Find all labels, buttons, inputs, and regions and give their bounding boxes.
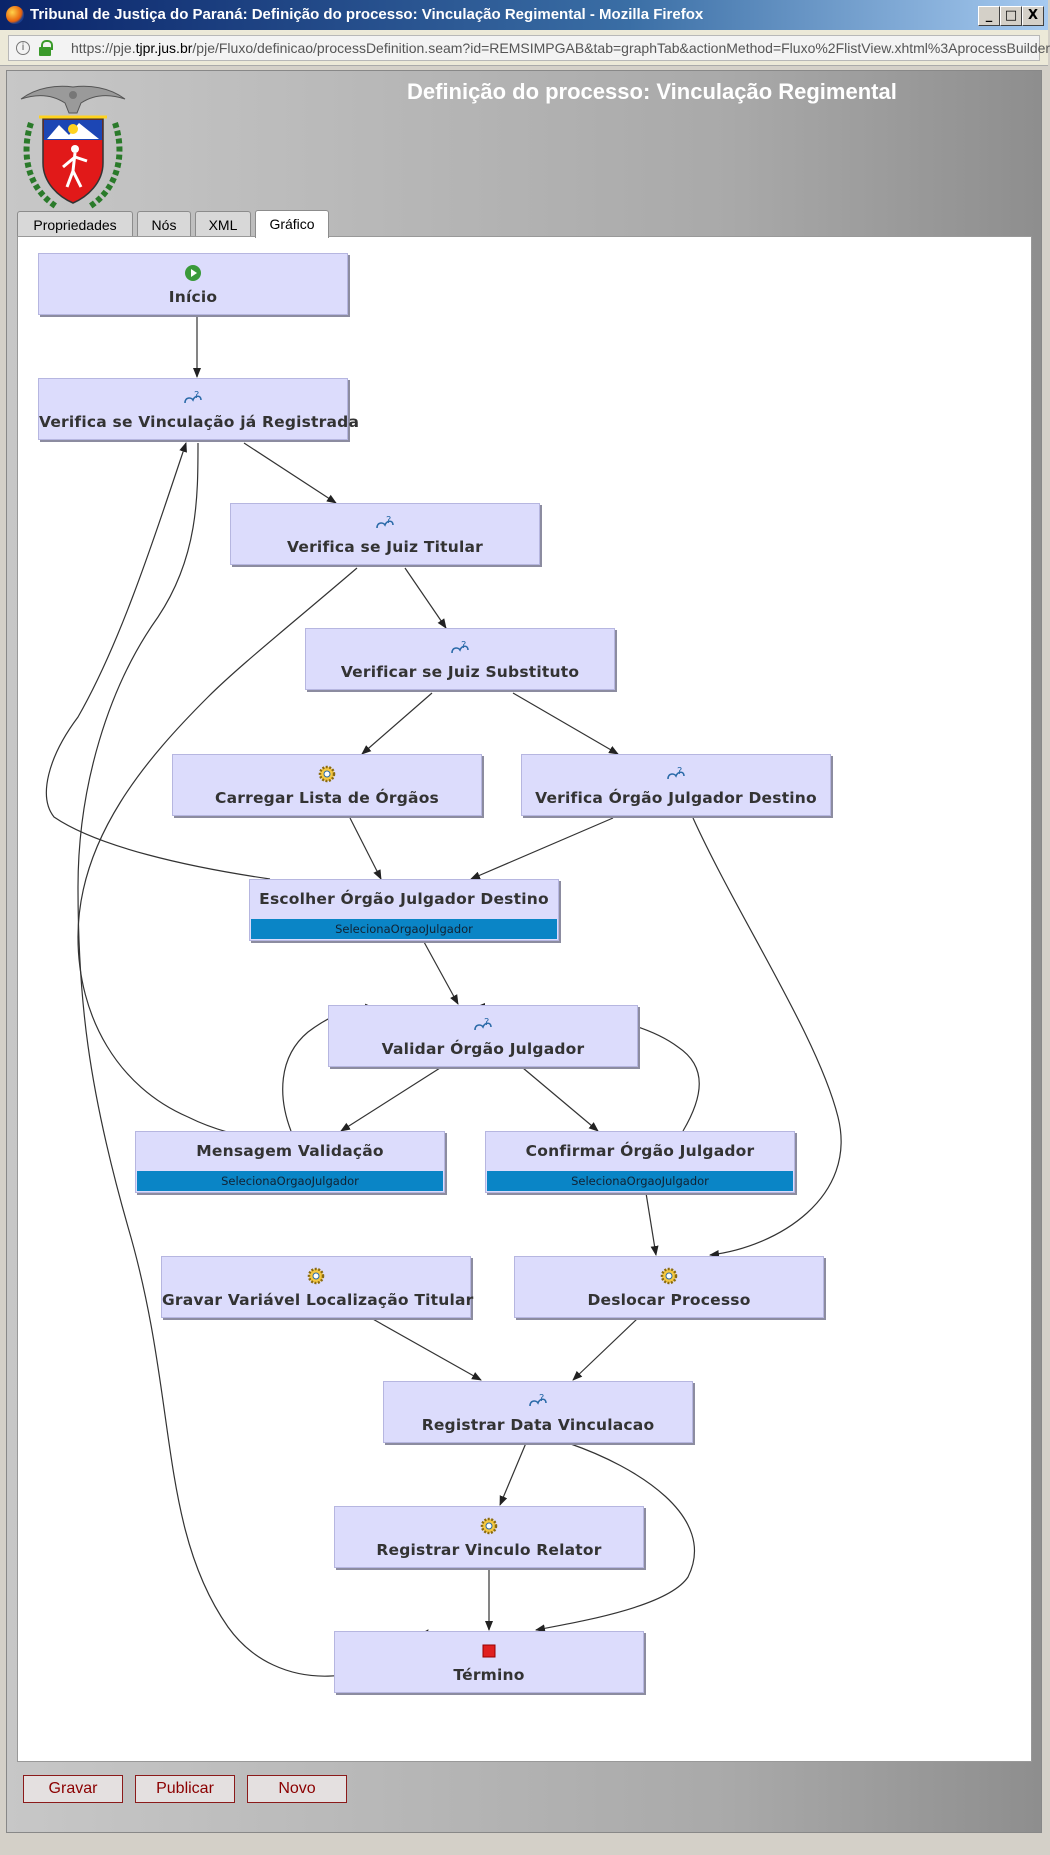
node-verificar-juiz-substituto[interactable]: ? Verificar se Juiz Substituto: [305, 628, 615, 690]
maximize-button[interactable]: □: [1000, 6, 1022, 26]
node-escolher-orgao[interactable]: Escolher Órgão Julgador Destino Selecion…: [249, 879, 559, 941]
novo-button[interactable]: Novo: [247, 1775, 347, 1803]
url-bar: i https://pje.tjpr.jus.br/pje/Fluxo/defi…: [0, 30, 1050, 66]
end-icon: [482, 1644, 496, 1658]
node-label: Deslocar Processo: [587, 1291, 751, 1309]
decision-icon: ?: [529, 1393, 547, 1407]
decision-icon: ?: [184, 390, 202, 404]
edge: [370, 1317, 482, 1381]
gravar-button[interactable]: Gravar: [23, 1775, 123, 1803]
edge: [470, 817, 614, 880]
node-label: Gravar Variável Localização Titular: [162, 1291, 474, 1309]
svg-text:?: ?: [677, 766, 682, 777]
decision-icon: ?: [667, 766, 685, 780]
node-label: Registrar Data Vinculacao: [421, 1416, 655, 1434]
url-field[interactable]: i https://pje.tjpr.jus.br/pje/Fluxo/defi…: [8, 35, 1050, 61]
gear-icon: [307, 1267, 325, 1285]
node-label: Registrar Vinculo Relator: [376, 1541, 602, 1559]
start-icon: [185, 265, 201, 281]
lock-icon: [39, 40, 53, 56]
minimize-button[interactable]: _: [978, 6, 1000, 26]
node-label: Confirmar Órgão Julgador: [525, 1142, 755, 1160]
node-verifica-orgao-destino[interactable]: ? Verifica Órgão Julgador Destino: [521, 754, 831, 816]
node-label: Verifica Órgão Julgador Destino: [535, 789, 817, 807]
edge: [512, 692, 619, 755]
node-label: Verificar se Juiz Substituto: [340, 663, 580, 681]
edge: [423, 941, 459, 1005]
node-mensagem-validacao[interactable]: Mensagem Validação SelecionaOrgaoJulgado…: [135, 1131, 445, 1193]
svg-text:?: ?: [194, 390, 199, 401]
node-label: Escolher Órgão Julgador Destino: [259, 890, 549, 908]
svg-text:?: ?: [386, 515, 391, 526]
tab-grafico[interactable]: Gráfico: [255, 210, 329, 238]
edge: [499, 1442, 527, 1506]
node-validar-orgao[interactable]: ? Validar Órgão Julgador: [328, 1005, 638, 1067]
decision-icon: ?: [376, 515, 394, 529]
edge: [361, 692, 433, 755]
svg-text:?: ?: [461, 640, 466, 651]
node-registrar-vinculo[interactable]: Registrar Vinculo Relator: [334, 1506, 644, 1568]
tab-propriedades[interactable]: Propriedades: [17, 211, 133, 237]
coat-of-arms-logo: [20, 85, 126, 210]
edge: [45, 442, 271, 880]
node-registrar-data[interactable]: ? Registrar Data Vinculacao: [383, 1381, 693, 1443]
window-title: Tribunal de Justiça do Paraná: Definição…: [30, 6, 704, 23]
edge: [349, 817, 382, 880]
node-gravar-variavel[interactable]: Gravar Variável Localização Titular: [161, 1256, 474, 1318]
node-label: Mensagem Validação: [196, 1142, 384, 1160]
url-text[interactable]: https://pje.tjpr.jus.br/pje/Fluxo/defini…: [71, 40, 1050, 56]
page-title: Definição do processo: Vinculação Regime…: [407, 79, 897, 104]
node-verifica-vinculacao[interactable]: ? Verifica se Vinculação já Registrada: [38, 378, 360, 440]
node-verifica-juiz-titular[interactable]: ? Verifica se Juiz Titular: [230, 503, 540, 565]
edge: [77, 442, 429, 1677]
edge: [77, 567, 358, 1142]
edge: [535, 1442, 695, 1633]
edge: [404, 567, 447, 629]
firefox-icon: [6, 6, 24, 24]
edge: [572, 1317, 639, 1381]
tab-nos[interactable]: Nós: [137, 211, 191, 237]
edge: [522, 1067, 599, 1132]
edge: [243, 442, 337, 504]
info-icon[interactable]: i: [16, 41, 30, 55]
tab-xml[interactable]: XML: [195, 211, 251, 237]
edge: [692, 817, 842, 1258]
node-label: Verifica se Vinculação já Registrada: [39, 413, 360, 431]
gear-icon: [480, 1517, 498, 1535]
swimlane-label: SelecionaOrgaoJulgador: [487, 1171, 793, 1191]
gear-icon: [318, 765, 336, 783]
window-titlebar: Tribunal de Justiça do Paraná: Definição…: [0, 0, 1048, 30]
publicar-button[interactable]: Publicar: [135, 1775, 235, 1803]
page-container: Definição do processo: Vinculação Regime…: [6, 70, 1042, 1833]
swimlane-label: SelecionaOrgaoJulgador: [251, 919, 557, 939]
svg-text:?: ?: [539, 1393, 544, 1404]
swimlane-label: SelecionaOrgaoJulgador: [137, 1171, 443, 1191]
node-label: Início: [168, 288, 218, 306]
process-graph-panel: Início ? Verifica se Vinculação já Regis…: [17, 236, 1032, 1762]
node-label: Término: [453, 1666, 525, 1684]
node-label: Carregar Lista de Órgãos: [215, 789, 439, 807]
svg-text:?: ?: [484, 1017, 489, 1028]
decision-icon: ?: [474, 1017, 492, 1031]
node-termino[interactable]: Término: [334, 1631, 644, 1693]
edge: [645, 1192, 659, 1256]
gear-icon: [660, 1267, 678, 1285]
node-confirmar-orgao[interactable]: Confirmar Órgão Julgador SelecionaOrgaoJ…: [485, 1131, 795, 1193]
node-label: Verifica se Juiz Titular: [287, 538, 483, 556]
edge: [340, 1067, 441, 1132]
action-bar: Gravar Publicar Novo: [17, 1763, 1032, 1821]
node-label: Validar Órgão Julgador: [381, 1040, 585, 1058]
node-inicio[interactable]: Início: [38, 253, 348, 315]
node-deslocar-processo[interactable]: Deslocar Processo: [514, 1256, 824, 1318]
node-carregar-lista[interactable]: Carregar Lista de Órgãos: [172, 754, 482, 816]
decision-icon: ?: [451, 640, 469, 654]
close-button[interactable]: X: [1022, 6, 1044, 26]
